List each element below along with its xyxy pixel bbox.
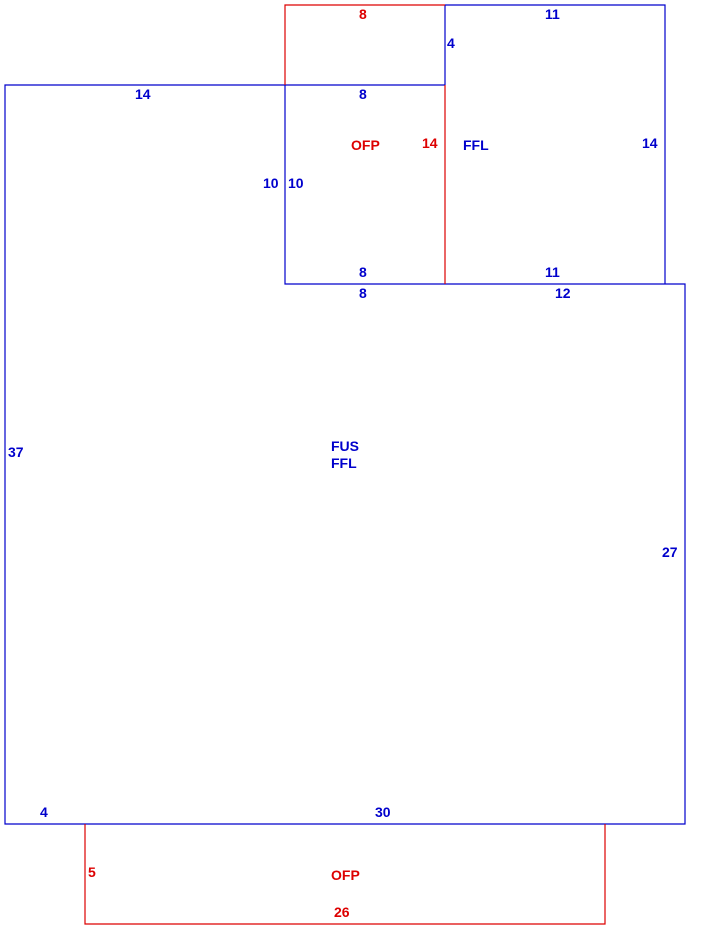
lower-ofp-outline: [84, 824, 606, 925]
dim-main-left-37: 37: [8, 444, 24, 460]
dim-ffl-bottom-11: 11: [545, 264, 560, 280]
dim-left-14: 14: [135, 86, 151, 102]
dim-left-10: 10: [263, 175, 279, 191]
dim-small-4: 4: [447, 35, 455, 51]
dim-main-right-27: 27: [662, 544, 678, 560]
dim-main-top-12: 12: [555, 285, 571, 301]
dim-main-bottom-30: 30: [375, 804, 391, 820]
upper-ofp-label: OFP: [351, 137, 380, 153]
dim-lower-left-5: 5: [88, 864, 96, 880]
main-fus-label: FUS: [331, 438, 359, 454]
dim-ffl-right-14: 14: [642, 135, 658, 151]
upper-ffl-label: FFL: [463, 137, 489, 153]
dim-ofp-right-14: 14: [422, 135, 438, 151]
dim-main-bottom-4: 4: [40, 804, 48, 820]
main-ffl-label: FFL: [331, 455, 357, 471]
dim-lower-bottom-26: 26: [334, 904, 350, 920]
dim-inner-10: 10: [288, 175, 304, 191]
upper-ofp-outline: [284, 4, 445, 85]
dim-ffl-top: 11: [545, 6, 560, 22]
dim-ofp-inner-8: 8: [359, 86, 367, 102]
lower-ofp-label: OFP: [331, 867, 360, 883]
upper-ffl-outline: [445, 4, 666, 284]
dim-ofp-top: 8: [359, 6, 367, 22]
dim-main-top-8: 8: [359, 285, 367, 301]
dim-ofp-bottom-8: 8: [359, 264, 367, 280]
